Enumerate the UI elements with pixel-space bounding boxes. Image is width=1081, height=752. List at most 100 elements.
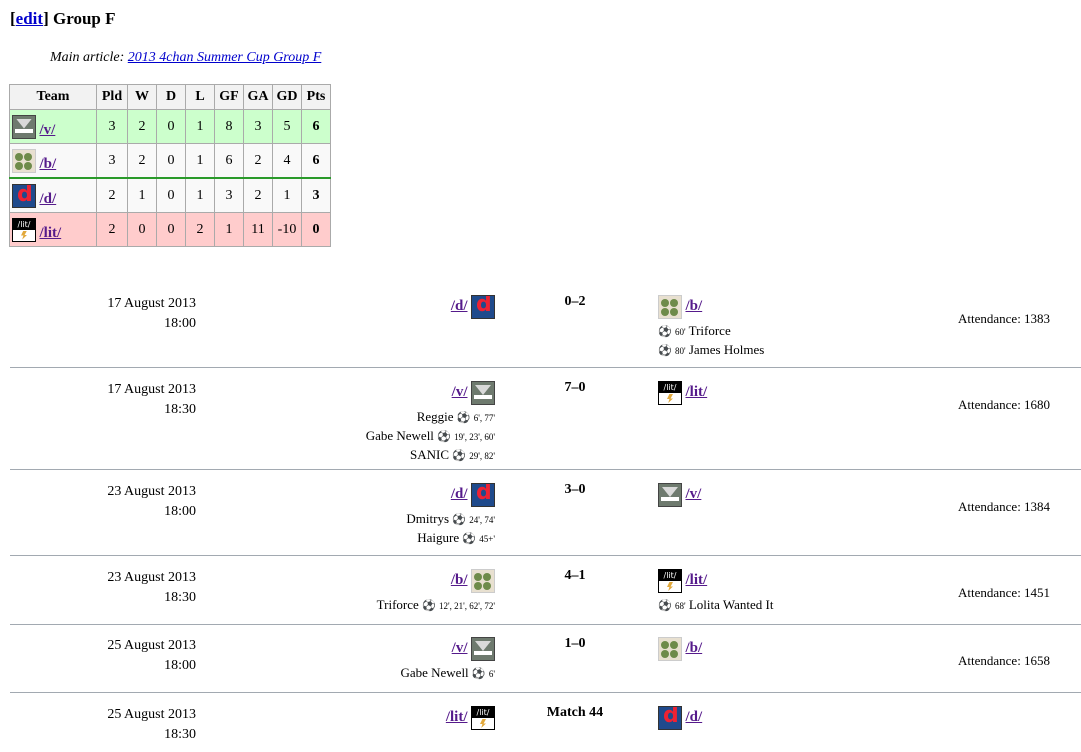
- home-team-link[interactable]: /d/: [450, 298, 468, 314]
- home-team: /v/ Gabe Newell ⚽ 6': [400, 636, 495, 683]
- away-team: /b/: [658, 636, 702, 661]
- scorer-line: SANIC ⚽ 29', 82': [366, 446, 495, 465]
- scorer-name: Lolita Wanted It: [688, 597, 774, 612]
- l-cell: 1: [185, 109, 215, 144]
- standings-header-row: Team Pld W D L GF GA GD Pts: [9, 84, 331, 110]
- team-b-logo-icon: [658, 295, 682, 319]
- d-cell: 0: [156, 212, 186, 247]
- col-gf: GF: [214, 84, 244, 110]
- pts-cell: 6: [301, 143, 331, 179]
- table-row: /b/ 3 2 0 1 6 2 4 6: [9, 143, 331, 179]
- scorer-line: ⚽ 68' Lolita Wanted It: [658, 596, 773, 615]
- col-team: Team: [9, 84, 97, 110]
- match-label: Match 44: [546, 705, 604, 720]
- attendance: Attendance: 1383: [958, 311, 1051, 326]
- football-icon: ⚽: [422, 599, 436, 612]
- match-date: 25 August 2013: [107, 638, 196, 653]
- team-lit-logo-icon: [658, 569, 682, 593]
- team-v-logo-icon: [658, 483, 682, 507]
- scorer-name: James Holmes: [688, 342, 765, 357]
- away-scorers: ⚽ 68' Lolita Wanted It: [658, 596, 773, 615]
- main-article-link[interactable]: 2013 4chan Summer Cup Group F: [127, 50, 322, 65]
- l-cell: 1: [185, 177, 215, 213]
- edit-link[interactable]: edit: [15, 9, 44, 28]
- home-team: /lit/: [446, 705, 495, 730]
- away-team-link[interactable]: /lit/: [685, 384, 708, 400]
- attendance: Attendance: 1451: [958, 585, 1051, 600]
- team-lit-logo-icon: [471, 706, 495, 730]
- away-team: /lit/: [658, 380, 707, 405]
- team-lit-logo-icon: [658, 381, 682, 405]
- scorer-line: Triforce ⚽ 12', 21', 62', 72': [377, 596, 495, 615]
- match-score: 3–0: [564, 482, 586, 497]
- away-scorers: ⚽ 60' Triforce ⚽ 80' James Holmes: [658, 322, 764, 360]
- w-cell: 2: [127, 109, 157, 144]
- home-team-link[interactable]: /v/: [451, 384, 468, 400]
- away-team-link[interactable]: /d/: [685, 709, 703, 725]
- team-link[interactable]: /b/: [39, 155, 57, 172]
- gd-cell: 4: [272, 143, 302, 179]
- w-cell: 2: [127, 143, 157, 179]
- away-team-link[interactable]: /b/: [685, 640, 703, 656]
- match-date: 25 August 2013: [107, 707, 196, 722]
- gf-cell: 8: [214, 109, 244, 144]
- away-team-link[interactable]: /b/: [685, 298, 703, 314]
- team-link[interactable]: /v/: [39, 121, 56, 138]
- scorer-name: SANIC: [410, 447, 450, 462]
- d-cell: 0: [156, 109, 186, 144]
- match-date: 23 August 2013: [107, 484, 196, 499]
- gd-cell: -10: [272, 212, 302, 247]
- team-link[interactable]: /lit/: [39, 224, 62, 241]
- gd-cell: 1: [272, 177, 302, 213]
- home-team: /d/: [451, 294, 495, 319]
- team-b-logo-icon: [471, 569, 495, 593]
- scorer-name: Triforce: [376, 597, 419, 612]
- scorer-name: Reggie: [416, 409, 454, 424]
- gf-cell: 3: [214, 177, 244, 213]
- scorer-line: Dmitrys ⚽ 24', 74': [406, 510, 495, 529]
- col-d: D: [156, 84, 186, 110]
- pld-cell: 3: [96, 143, 128, 179]
- match-score: 4–1: [564, 568, 586, 583]
- home-team-link[interactable]: /v/: [451, 640, 468, 656]
- pld-cell: 3: [96, 109, 128, 144]
- home-team-link[interactable]: /b/: [450, 572, 468, 588]
- home-scorers: Reggie ⚽ 6', 77' Gabe Newell ⚽ 19', 23',…: [366, 408, 495, 465]
- scorer-minutes: 24', 74': [469, 515, 495, 525]
- ga-cell: 2: [243, 143, 273, 179]
- scorer-name: Gabe Newell: [365, 428, 434, 443]
- home-team-link[interactable]: /lit/: [445, 709, 468, 725]
- match-date: 17 August 2013: [107, 382, 196, 397]
- away-team-link[interactable]: /lit/: [685, 572, 708, 588]
- football-icon: ⚽: [658, 344, 672, 357]
- scorer-minutes: 19', 23', 60': [454, 432, 495, 442]
- home-team: /v/ Reggie ⚽ 6', 77' Gabe Newell ⚽ 19', …: [366, 380, 495, 465]
- section-title: Group F: [52, 9, 116, 28]
- home-team: /b/ Triforce ⚽ 12', 21', 62', 72': [377, 568, 495, 615]
- team-link[interactable]: /d/: [39, 190, 57, 207]
- team-v-logo-icon: [471, 381, 495, 405]
- match-row: 23 August 2013 18:00 /d/ Dmitrys ⚽ 24', 7…: [10, 482, 1081, 556]
- away-team-link[interactable]: /v/: [685, 486, 702, 502]
- pts-cell: 0: [301, 212, 331, 247]
- scorer-name: Dmitrys: [406, 511, 450, 526]
- home-team-link[interactable]: /d/: [450, 486, 468, 502]
- gf-cell: 1: [214, 212, 244, 247]
- match-time: 18:30: [164, 590, 196, 605]
- team-cell: /d/: [9, 177, 97, 213]
- team-b-logo-icon: [12, 148, 36, 173]
- team-lit-logo-icon: [12, 217, 36, 242]
- team-d-logo-icon: [658, 706, 682, 730]
- match-time: 18:00: [164, 504, 196, 519]
- w-cell: 1: [127, 177, 157, 213]
- gf-cell: 6: [214, 143, 244, 179]
- pld-cell: 2: [96, 177, 128, 213]
- pts-cell: 3: [301, 177, 331, 213]
- scorer-minutes: 6': [488, 669, 495, 679]
